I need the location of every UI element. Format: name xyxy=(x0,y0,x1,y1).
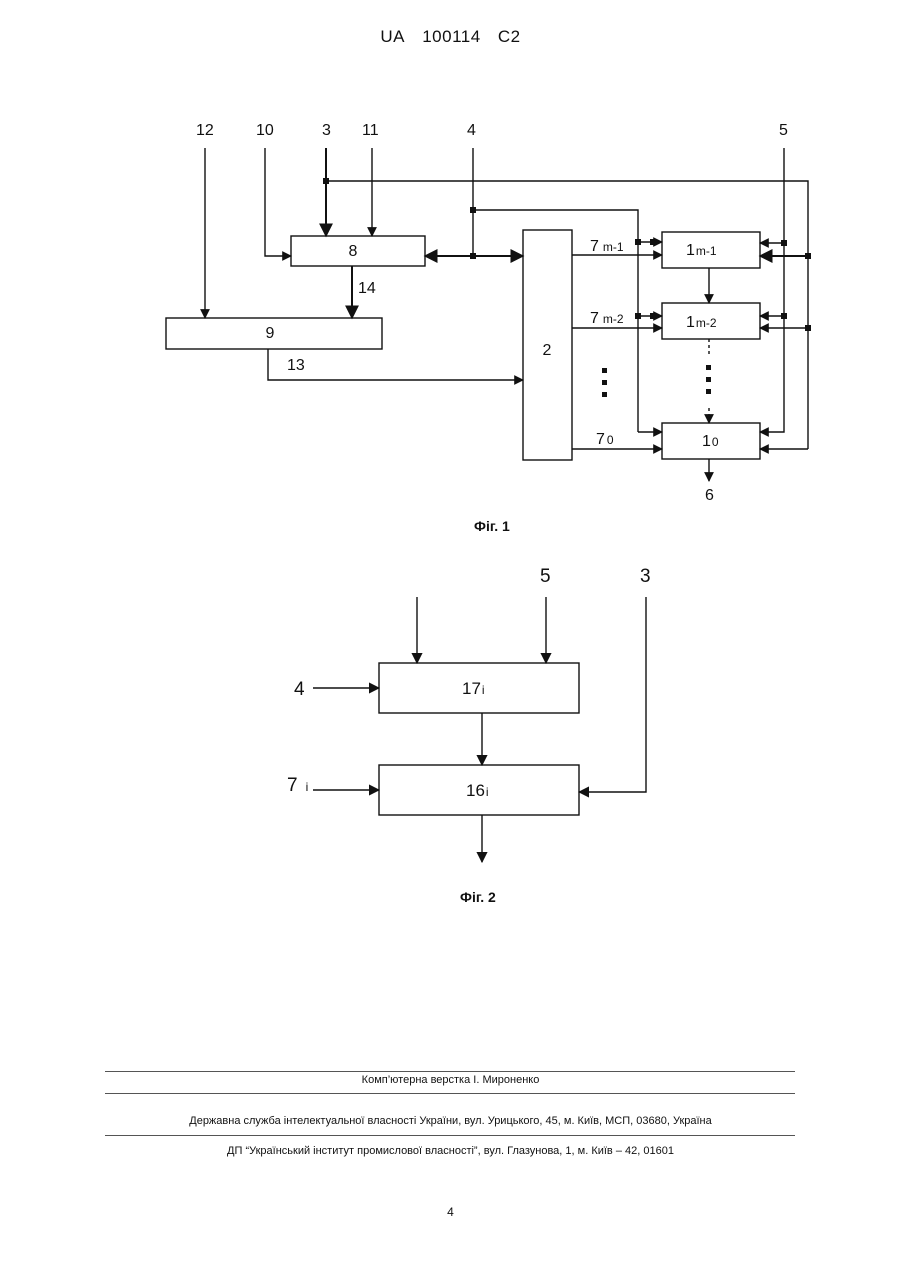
footer-agency: Державна служба інтелектуальної власност… xyxy=(0,1115,901,1127)
block-17i-label: 17i xyxy=(462,679,485,698)
footer-rule-3 xyxy=(105,1135,795,1136)
fig2-label-7i: 7i xyxy=(287,775,308,796)
label-5: 5 xyxy=(779,122,788,139)
cell-m-1-label: 1m-1 xyxy=(686,242,717,259)
fig2-label-5: 5 xyxy=(540,566,551,587)
block-8 xyxy=(291,236,425,266)
footer-rule-1 xyxy=(105,1071,795,1072)
line-13 xyxy=(268,349,523,380)
block-9-label: 9 xyxy=(266,325,275,342)
line-5-bus xyxy=(760,148,784,432)
cell-m-2-label: 1m-2 xyxy=(686,314,717,331)
header-number: 100114 xyxy=(422,27,480,46)
page-number: 4 xyxy=(0,1205,901,1219)
footer-institute: ДП “Український інститут промислової вла… xyxy=(0,1145,901,1157)
block-8-label: 8 xyxy=(349,243,358,260)
figure-2-caption: Фіг. 2 xyxy=(460,889,496,905)
footer-rule-2 xyxy=(105,1093,795,1094)
label-3: 3 xyxy=(322,122,331,139)
fig2-label-4: 4 xyxy=(294,679,305,700)
label-6: 6 xyxy=(705,487,714,504)
line-3-fig2 xyxy=(579,597,646,792)
header-country: UA xyxy=(380,27,405,46)
label-10: 10 xyxy=(256,122,274,139)
label-7m-2: 7m-2 xyxy=(590,310,624,327)
label-70: 70 xyxy=(596,431,614,448)
header-kind: C2 xyxy=(498,27,521,46)
figure-1-diagram: 12 10 3 11 4 5 8 9 2 14 13 7m-1 7m-2 70 … xyxy=(0,110,901,510)
label-13: 13 xyxy=(287,357,305,374)
label-14: 14 xyxy=(358,280,376,297)
label-7m-1: 7m-1 xyxy=(590,238,624,255)
fig2-label-3: 3 xyxy=(640,566,651,587)
footer-layout-credit: Комп’ютерна верстка І. Мироненко xyxy=(0,1074,901,1086)
line-3-bus xyxy=(326,181,808,449)
patent-header: UA 100114 C2 xyxy=(0,27,901,47)
label-12: 12 xyxy=(196,122,214,139)
line-10 xyxy=(265,148,291,256)
block-16i-label: 16i xyxy=(466,781,489,800)
figure-1-caption: Фіг. 1 xyxy=(474,518,510,534)
label-4: 4 xyxy=(467,122,476,139)
label-11: 11 xyxy=(362,122,379,139)
block-2-label: 2 xyxy=(543,342,552,359)
figure-2-diagram: 5 3 4 7i 17i 16i xyxy=(0,560,901,870)
cell-0-label: 10 xyxy=(702,433,719,450)
